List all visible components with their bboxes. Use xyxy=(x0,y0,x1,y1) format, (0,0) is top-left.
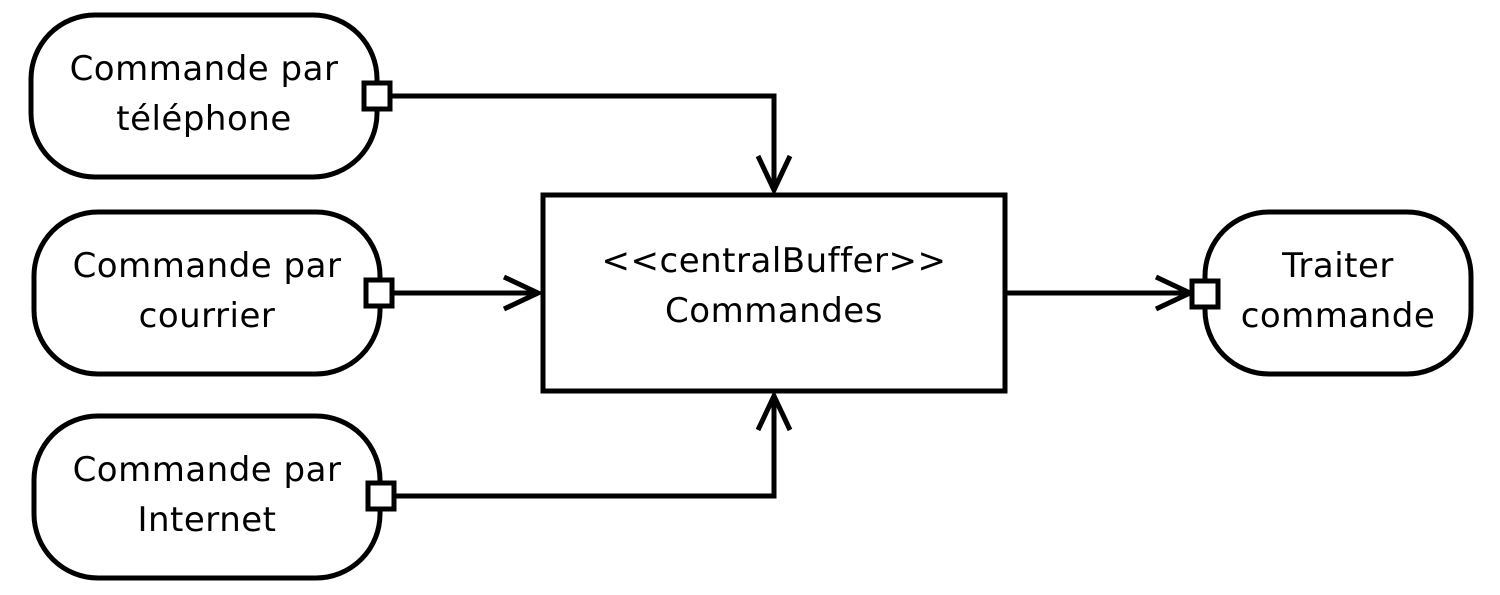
arrowhead-up-icon xyxy=(755,390,793,432)
action-label-line1: Traiter xyxy=(1281,246,1394,286)
action-shape xyxy=(1202,209,1474,377)
arrowhead-right-icon xyxy=(502,274,544,312)
output-pin[interactable] xyxy=(361,80,393,112)
input-pin[interactable] xyxy=(1189,278,1221,310)
buffer-stereotype: <<centralBuffer>> xyxy=(602,241,947,281)
action-label-line2: Internet xyxy=(137,500,276,540)
action-label-line1: Commande par xyxy=(73,450,342,490)
central-buffer-node[interactable]: <<centralBuffer>> Commandes xyxy=(540,192,1008,394)
action-shape xyxy=(31,209,383,377)
output-pin[interactable] xyxy=(365,480,397,512)
arrowhead-down-icon xyxy=(755,154,793,196)
output-pin[interactable] xyxy=(363,277,395,309)
action-label-line2: commande xyxy=(1241,296,1436,336)
action-label-line2: courrier xyxy=(139,296,276,336)
action-mail-order[interactable]: Commande par courrier xyxy=(31,209,395,377)
action-label-line1: Commande par xyxy=(73,246,342,286)
edges xyxy=(390,93,1196,499)
buffer-shape xyxy=(540,192,1008,394)
buffer-name: Commandes xyxy=(665,291,883,331)
action-internet-order[interactable]: Commande par Internet xyxy=(31,413,397,581)
action-process-order[interactable]: Traiter commande xyxy=(1189,209,1474,377)
action-shape xyxy=(28,12,380,180)
edge-phone-to-buffer xyxy=(390,93,777,190)
edge-internet-to-buffer xyxy=(394,396,777,499)
action-label-line2: téléphone xyxy=(116,99,292,139)
action-shape xyxy=(31,413,383,581)
action-label-line1: Commande par xyxy=(70,49,339,89)
action-phone-order[interactable]: Commande par téléphone xyxy=(28,12,393,180)
